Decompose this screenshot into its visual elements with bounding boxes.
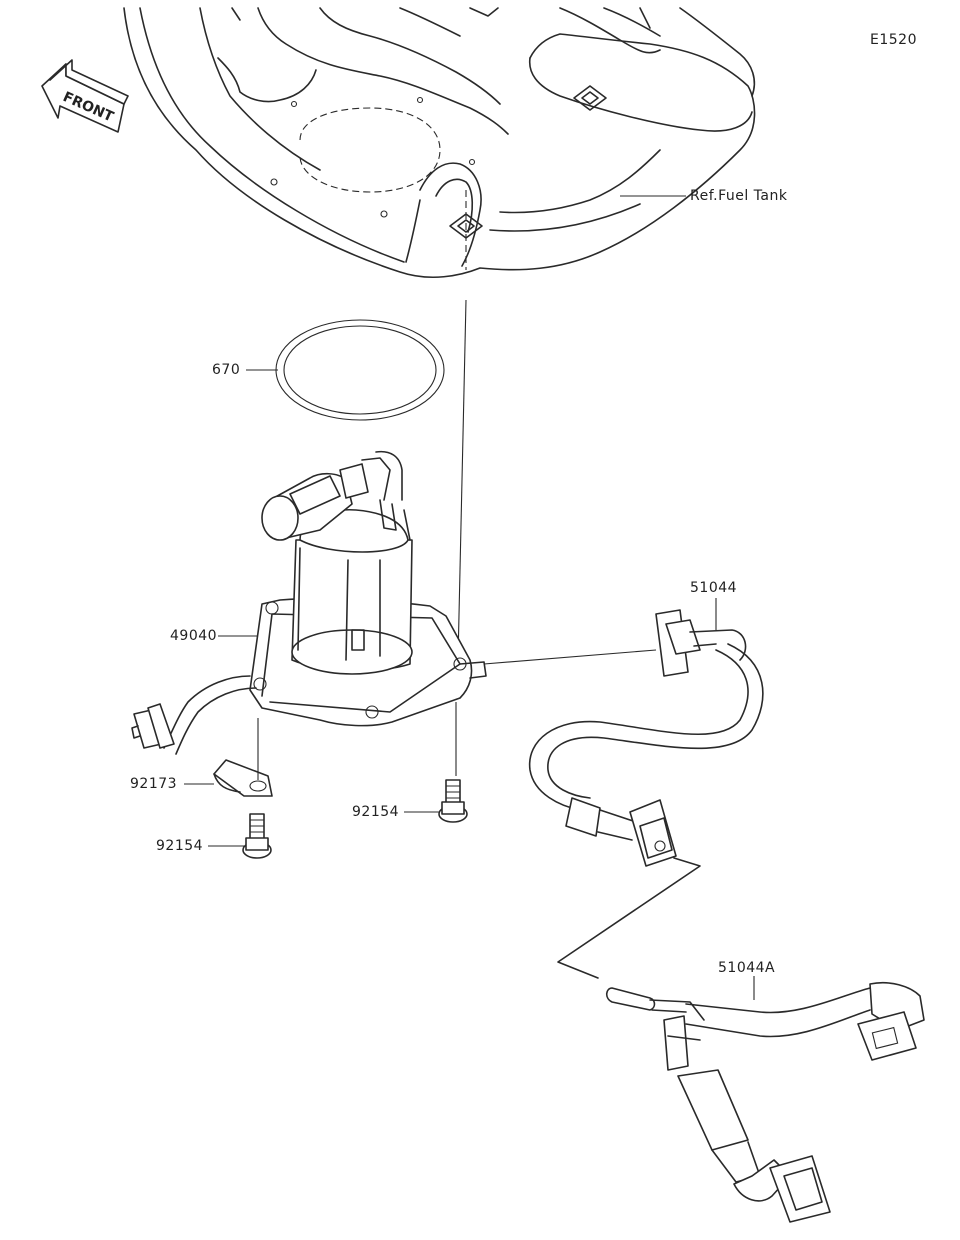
fuel-hose-51044[interactable] <box>528 609 764 867</box>
front-arrow-icon: FRONT <box>41 59 129 133</box>
bolt-92154-left[interactable] <box>242 813 272 859</box>
o-ring-670[interactable] <box>275 319 445 421</box>
label-670[interactable]: 670 <box>212 362 241 378</box>
label-92154-left[interactable]: 92154 <box>156 838 204 854</box>
fuel-pump-49040[interactable] <box>131 450 487 755</box>
label-51044[interactable]: 51044 <box>690 580 738 596</box>
bolt-92154-right[interactable] <box>438 779 468 823</box>
clamp-92173[interactable] <box>213 759 273 797</box>
label-92154-right[interactable]: 92154 <box>352 804 400 820</box>
fuel-hose-51044a[interactable] <box>605 981 925 1223</box>
fuel-tank-outline <box>123 7 756 279</box>
diagram-code: E1520 <box>870 32 917 48</box>
label-92173[interactable]: 92173 <box>130 776 178 792</box>
label-ref-fuel-tank[interactable]: Ref.Fuel Tank <box>690 188 788 204</box>
label-51044a[interactable]: 51044A <box>718 960 776 976</box>
label-49040[interactable]: 49040 <box>170 628 218 644</box>
